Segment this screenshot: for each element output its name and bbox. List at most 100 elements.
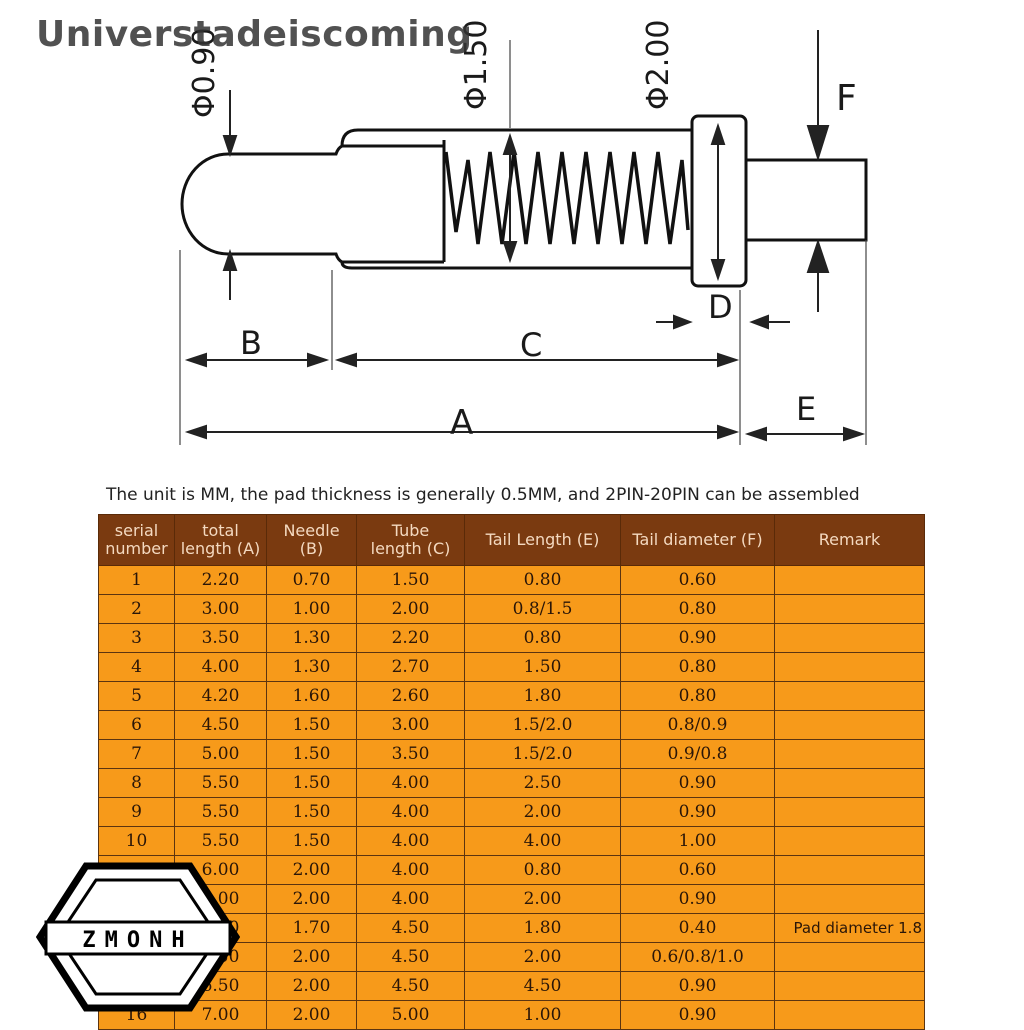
table-cell: 1.70 (266, 913, 357, 943)
table-cell: 0.8/0.9 (620, 710, 775, 740)
table-cell: 4.00 (356, 768, 465, 798)
table-cell: 0.60 (620, 855, 775, 885)
length-d-label: D (708, 288, 733, 326)
tube-diameter-label: Φ1.50 (459, 20, 494, 110)
remark-cell (774, 652, 925, 682)
column-header: Remark (774, 514, 925, 566)
needle-outline (180, 144, 444, 264)
remark-cell (774, 623, 925, 653)
table-cell: 0.90 (620, 1000, 775, 1030)
remark-cell (774, 565, 925, 595)
spring (444, 151, 690, 245)
column-header-text: length (C) (370, 539, 451, 558)
needle-diameter-label: Φ0.90 (187, 28, 222, 118)
table-cell: 1.60 (266, 681, 357, 711)
remark-cell (774, 884, 925, 914)
table-cell: 3.00 (356, 710, 465, 740)
watermark-text: Universtadeiscoming (36, 14, 473, 55)
remark-cell (774, 768, 925, 798)
table-cell: 5.50 (174, 768, 267, 798)
table-cell: 2 (98, 594, 175, 624)
remark-cell (774, 942, 925, 972)
column-header: Needle(B) (266, 514, 357, 566)
table-cell: 0.6/0.8/1.0 (620, 942, 775, 972)
table-cell: 1.50 (266, 768, 357, 798)
table-cell: 0.70 (266, 565, 357, 595)
table-cell: 9 (98, 797, 175, 827)
table-cell: 0.8/1.5 (464, 594, 621, 624)
table-cell: 0.90 (620, 971, 775, 1001)
force-label: F (836, 78, 857, 119)
length-c-label: C (520, 326, 542, 364)
table-cell: 2.20 (174, 565, 267, 595)
table-cell: 1.00 (464, 1000, 621, 1030)
table-cell: 0.9/0.8 (620, 739, 775, 769)
remark-cell (774, 710, 925, 740)
pad-diameter-label: Φ2.00 (641, 20, 676, 110)
zmonh-logo: ZMONH (36, 862, 240, 1012)
table-cell: 0.90 (620, 623, 775, 653)
remark-cell (774, 855, 925, 885)
table-cell: 2.70 (356, 652, 465, 682)
table-cell: 3.00 (174, 594, 267, 624)
table-cell: 4.50 (356, 913, 465, 943)
length-b-label: B (240, 324, 262, 362)
remark-cell (774, 739, 925, 769)
table-cell: 0.40 (620, 913, 775, 943)
column-header-text: Tail diameter (F) (632, 530, 763, 549)
table-cell: 0.90 (620, 884, 775, 914)
table-cell: 1.5/2.0 (464, 710, 621, 740)
table-cell: 0.80 (620, 594, 775, 624)
tube-outline (340, 128, 692, 270)
column-header-text: (B) (299, 539, 324, 558)
table-cell: 2.00 (266, 942, 357, 972)
table-cell: 1.00 (266, 594, 357, 624)
table-cell: 4.50 (356, 942, 465, 972)
column-header: Tail Length (E) (464, 514, 621, 566)
table-cell: 1.5/2.0 (464, 739, 621, 769)
table-cell: 2.00 (356, 594, 465, 624)
remark-cell (774, 1000, 925, 1030)
table-cell: 0.80 (464, 623, 621, 653)
column-header-text: Needle (283, 521, 340, 540)
table-cell: 2.60 (356, 681, 465, 711)
table-cell: 1.50 (464, 652, 621, 682)
table-cell: 2.20 (356, 623, 465, 653)
table-cell: 3 (98, 623, 175, 653)
table-cell: 4.00 (356, 826, 465, 856)
table-cell: 0.60 (620, 565, 775, 595)
remark-cell (774, 826, 925, 856)
remark-cell (774, 971, 925, 1001)
remark-cell: Pad diameter 1.8 (774, 913, 925, 943)
remark-cell (774, 797, 925, 827)
tail (746, 158, 868, 242)
table-cell: 2.50 (464, 768, 621, 798)
table-cell: 7 (98, 739, 175, 769)
table-cell: 1.30 (266, 652, 357, 682)
table-cell: 3.50 (356, 739, 465, 769)
table-cell: 1.00 (620, 826, 775, 856)
table-cell: 0.80 (620, 681, 775, 711)
table-cell: 4.00 (464, 826, 621, 856)
table-row: 146.502.004.502.000.6/0.8/1.0 (98, 942, 925, 972)
table-cell: 1.50 (266, 826, 357, 856)
table-cell: 0.90 (620, 797, 775, 827)
table-cell: 4.00 (356, 797, 465, 827)
table-cell: 1 (98, 565, 175, 595)
column-header-text: Tube (391, 521, 430, 540)
table-cell: 2.00 (266, 971, 357, 1001)
table-cell: 10 (98, 826, 175, 856)
column-header-text: total (202, 521, 239, 540)
table-cell: 1.50 (356, 565, 465, 595)
